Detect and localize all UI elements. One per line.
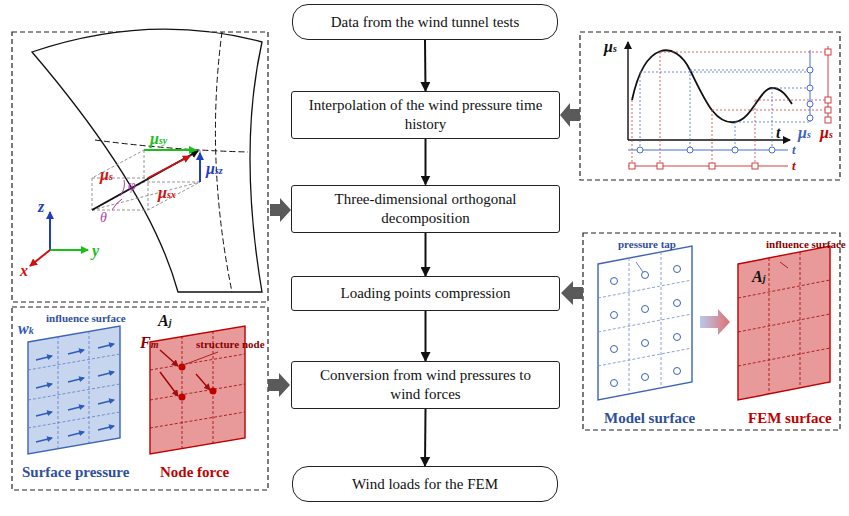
- flow-arrow: [425, 139, 427, 185]
- flow-arrow: [425, 311, 427, 361]
- text-label: influence surface: [46, 312, 126, 324]
- symbol-label: wk: [18, 320, 34, 338]
- symbol-label: Aj: [752, 268, 765, 286]
- text-label: influence surface: [766, 238, 846, 250]
- text-label: y: [92, 242, 99, 260]
- text-label: θ: [100, 210, 107, 225]
- terminal-box: Data from the wind tunnel tests: [292, 4, 558, 40]
- text-label: pressure tap: [618, 238, 676, 250]
- time-history-chart: [628, 42, 831, 169]
- symbol-label: μsz: [206, 160, 223, 178]
- box-text: Conversion from wind pressures to wind f…: [304, 366, 547, 404]
- text-label: φ: [128, 178, 136, 193]
- terminal-box: Wind loads for the FEM: [292, 466, 558, 502]
- text-label: t: [792, 159, 796, 173]
- box-text: Data from the wind tunnel tests: [331, 13, 520, 32]
- text-label: t: [776, 124, 780, 142]
- box-text: Three-dimensional orthogonal decompositi…: [304, 190, 547, 228]
- text-label: x: [20, 262, 28, 280]
- box-text: Wind loads for the FEM: [352, 475, 498, 494]
- flow-arrow: [424, 409, 427, 466]
- surface-figure: [30, 29, 262, 292]
- flow-arrow: [425, 233, 427, 277]
- text-label: Surface pressure: [22, 464, 129, 481]
- symbol-label: μs: [820, 124, 833, 142]
- box-text: Interpolation of the wind pressure time …: [304, 96, 547, 134]
- box-text: Loading points compression: [341, 284, 511, 303]
- process-box: Conversion from wind pressures to wind f…: [291, 361, 560, 409]
- process-box: Interpolation of the wind pressure time …: [291, 91, 560, 139]
- process-box: Loading points compression: [291, 276, 560, 311]
- symbol-label: μsy: [150, 130, 167, 148]
- process-box: Three-dimensional orthogonal decompositi…: [291, 185, 560, 233]
- symbol-label: Aj: [158, 312, 171, 330]
- text-label: structure node: [196, 338, 265, 350]
- text-label: Node force: [160, 464, 229, 481]
- text-label: t: [792, 143, 796, 157]
- flow-arrow: [424, 40, 427, 91]
- block-arrow: [268, 103, 583, 397]
- symbol-label: μs: [798, 124, 811, 142]
- surface-mapping-figure: [598, 246, 830, 400]
- text-label: z: [38, 198, 44, 216]
- text-label: FEM surface: [748, 410, 832, 427]
- symbol-label: μs: [604, 38, 617, 56]
- symbol-label: Fm: [140, 334, 158, 352]
- text-label: Model surface: [604, 410, 695, 427]
- symbol-label: μs: [100, 166, 113, 184]
- symbol-label: μsx: [158, 184, 176, 202]
